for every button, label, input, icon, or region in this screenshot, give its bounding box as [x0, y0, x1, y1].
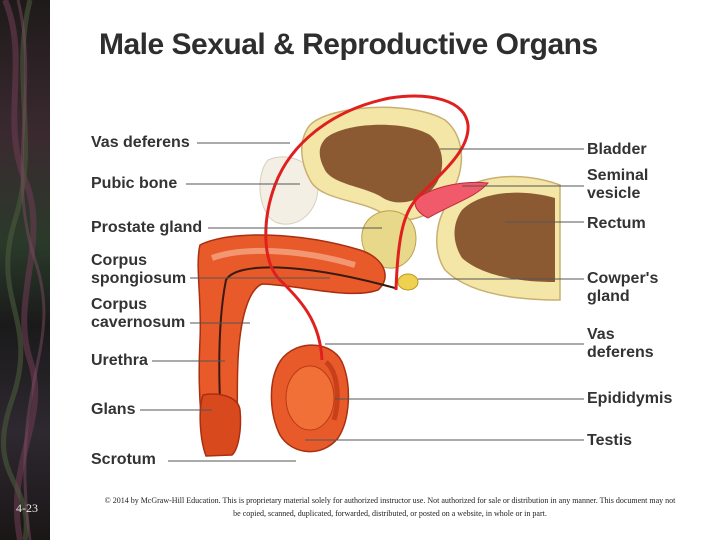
- corpus-spongiosum-shape: [210, 247, 356, 268]
- testis-shape: [285, 365, 335, 431]
- bladder-inner: [319, 124, 443, 203]
- rectum-inner: [454, 192, 555, 282]
- label-corpus-cavernosum: Corpus cavernosum: [91, 296, 186, 331]
- decorative-left-strip: [0, 0, 50, 540]
- glans-shape: [199, 393, 242, 457]
- leader-lines-left: [140, 142, 382, 462]
- label-prostate-gland: Prostate gland: [91, 219, 203, 236]
- label-glans: Glans: [91, 401, 136, 418]
- label-cowpers-gland: Cowper's gland: [587, 270, 659, 305]
- label-urethra: Urethra: [91, 352, 148, 369]
- pubic-bone-shape: [259, 156, 319, 225]
- label-pubic-bone: Pubic bone: [91, 175, 178, 192]
- label-vas-deferens-right: Vas deferens: [587, 326, 654, 361]
- strip-texture: [1, 0, 46, 540]
- epididymis-shape: [324, 360, 340, 421]
- label-rectum: Rectum: [587, 215, 646, 232]
- label-bladder: Bladder: [587, 141, 647, 158]
- label-scrotum: Scrotum: [91, 451, 156, 468]
- vas-deferens-tube: [264, 94, 470, 361]
- corpus-cavernosum-shape: [197, 234, 386, 453]
- seminal-vesicle-shape: [414, 181, 489, 219]
- urethra-line: [218, 266, 396, 441]
- label-vas-deferens-left: Vas deferens: [91, 134, 190, 151]
- cowpers-gland-shape: [397, 273, 419, 291]
- label-testis: Testis: [587, 432, 633, 449]
- label-seminal-vesicle: Seminal vesicle: [587, 167, 649, 202]
- copyright-notice: © 2014 by McGraw-Hill Education. This is…: [104, 496, 676, 518]
- slide-title: Male Sexual & Reproductive Organs: [99, 28, 598, 61]
- slide-number: 4-23: [16, 501, 38, 515]
- label-epididymis: Epididymis: [587, 390, 673, 407]
- label-corpus-spongiosum: Corpus spongiosum: [91, 252, 187, 287]
- leader-lines-right: [305, 148, 584, 441]
